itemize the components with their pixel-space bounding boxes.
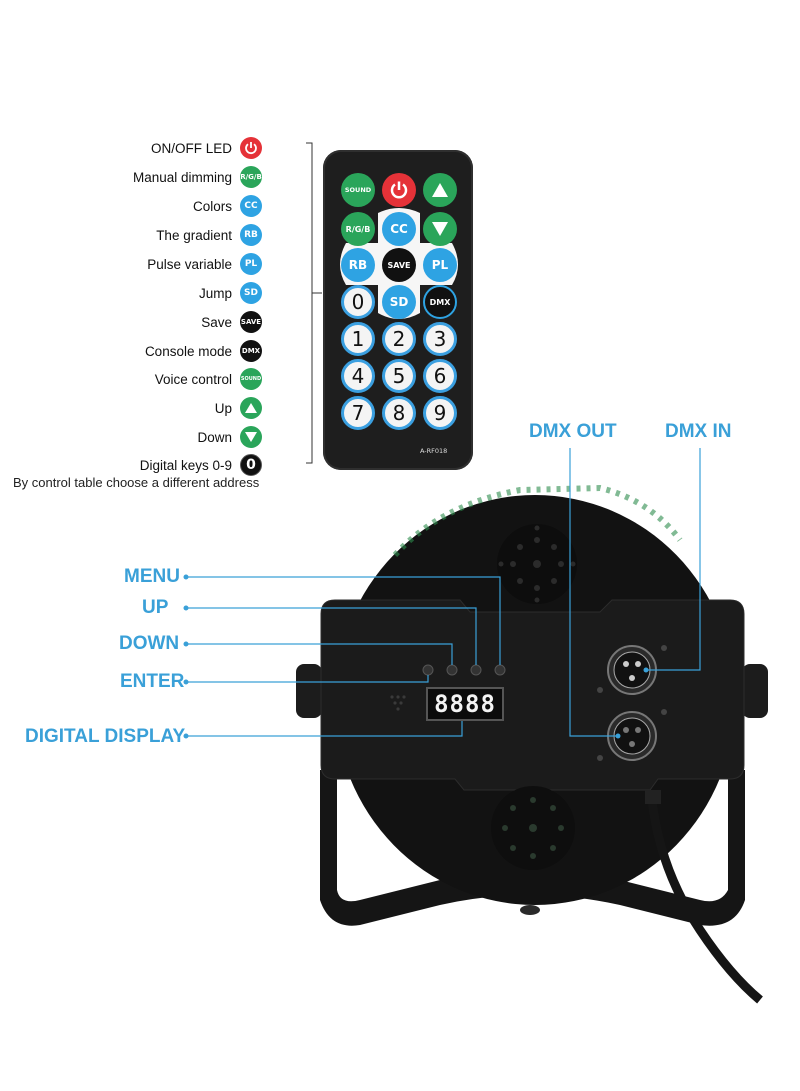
legend-row-pulse: Pulse variable PL [147, 253, 262, 275]
remote-rgb-button[interactable]: R/G/B [341, 212, 375, 246]
legend-label: Digital keys 0-9 [139, 457, 232, 473]
legend-row-colors: Colors CC [193, 195, 262, 217]
remote-key-3[interactable]: 3 [423, 322, 457, 356]
legend-row-dimming: Manual dimming R/G/B [133, 166, 262, 188]
save-chip: SAVE [240, 311, 262, 333]
legend-label: Voice control [154, 371, 232, 387]
triangle-down-icon [240, 426, 262, 448]
pl-chip: PL [240, 253, 262, 275]
rb-chip: RB [240, 224, 262, 246]
legend-bracket [306, 142, 322, 464]
legend-row-jump: Jump SD [199, 282, 262, 304]
remote-key-5[interactable]: 5 [382, 359, 416, 393]
remote-power-button[interactable] [382, 173, 416, 207]
remote-key-9[interactable]: 9 [423, 396, 457, 430]
cc-chip: CC [240, 195, 262, 217]
legend-row-up: Up [215, 397, 262, 419]
remote-cc-button[interactable]: CC [382, 212, 416, 246]
remote-up-button[interactable] [423, 173, 457, 207]
callout-up: UP [142, 597, 169, 618]
remote-sd-button[interactable]: SD [382, 285, 416, 319]
callout-enter: ENTER [120, 671, 185, 692]
bottom-vent-grill [491, 786, 575, 870]
callout-menu: MENU [124, 566, 180, 587]
legend-row-down: Down [197, 426, 262, 448]
remote-down-button[interactable] [423, 212, 457, 246]
legend-label: ON/OFF LED [150, 140, 232, 156]
legend-row-digits: Digital keys 0-9 0 [140, 454, 262, 476]
remote-key-7[interactable]: 7 [341, 396, 375, 430]
legend-label: Down [197, 429, 232, 445]
callout-lines [185, 448, 701, 737]
rgb-chip: R/G/B [240, 166, 262, 188]
callout-down: DOWN [119, 633, 180, 654]
triangle-down-icon [432, 222, 448, 236]
remote-key-8[interactable]: 8 [382, 396, 416, 430]
legend-label: Save [201, 314, 232, 330]
dmx-sockets [597, 645, 667, 761]
legend-row-voice: Voice control SOUND [155, 368, 262, 390]
remote-rb-button[interactable]: RB [341, 248, 375, 282]
remote-key-6[interactable]: 6 [423, 359, 457, 393]
remote-sound-button[interactable]: SOUND [341, 173, 375, 207]
mounting-bracket [296, 664, 768, 926]
remote-model-label: A-RF018 [420, 447, 448, 455]
remote-pl-button[interactable]: PL [423, 248, 457, 282]
remote-key-1[interactable]: 1 [341, 322, 375, 356]
legend-label: Pulse variable [147, 256, 232, 272]
legend-row-gradient: The gradient RB [156, 224, 262, 246]
power-icon [240, 137, 262, 159]
power-icon [390, 181, 408, 199]
legend-label: The gradient [156, 227, 232, 243]
legend-row-onoff: ON/OFF LED [151, 137, 262, 159]
legend-label: Jump [198, 285, 232, 301]
mic-holes [390, 695, 406, 711]
digital-display-readout: 8888 [426, 687, 504, 721]
callout-dmx-out: DMX OUT [529, 421, 617, 442]
zero-key-chip: 0 [240, 454, 262, 476]
legend-label: Console mode [144, 343, 232, 359]
dmx-chip: DMX [240, 340, 262, 362]
legend-footnote: By control table choose a different addr… [13, 475, 260, 490]
legend-label: Manual dimming [132, 169, 232, 185]
legend-label: Up [214, 400, 232, 416]
remote-save-button[interactable]: SAVE [382, 248, 416, 282]
top-vent-grill [497, 524, 577, 604]
callout-digital-display: DIGITAL DISPLAY [25, 726, 186, 747]
remote-key-2[interactable]: 2 [382, 322, 416, 356]
remote-key-0[interactable]: 0 [341, 285, 375, 319]
sound-chip: SOUND [240, 368, 262, 390]
triangle-up-icon [240, 397, 262, 419]
legend-label: Colors [192, 198, 232, 214]
legend-row-save: Save SAVE [201, 311, 262, 333]
legend-row-console: Console mode DMX [145, 340, 262, 362]
callout-dmx-in: DMX IN [665, 421, 732, 442]
remote-dmx-button[interactable]: DMX [423, 285, 457, 319]
sd-chip: SD [240, 282, 262, 304]
triangle-up-icon [432, 183, 448, 197]
remote-key-4[interactable]: 4 [341, 359, 375, 393]
